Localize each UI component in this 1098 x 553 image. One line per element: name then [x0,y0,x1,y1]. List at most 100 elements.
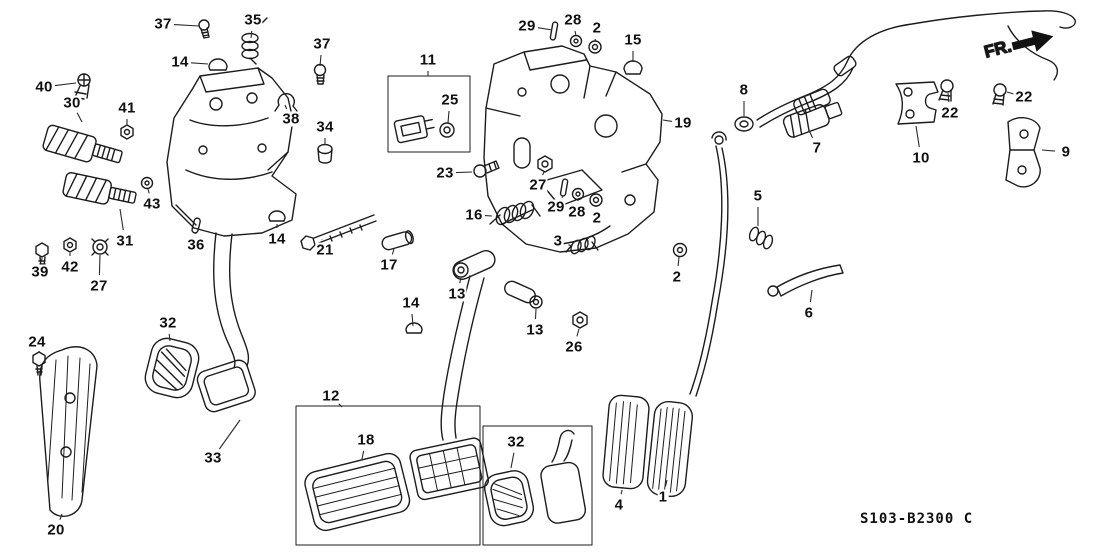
part-label-27: 27 [89,277,109,295]
part-label-24: 24 [27,333,47,351]
part-label-36: 36 [186,236,206,254]
part-label-27: 27 [528,176,548,194]
cap-14-b-icon [268,210,286,222]
leader-line-13 [534,308,537,320]
part-label-28: 28 [567,203,587,221]
pin-29-a-icon [549,21,559,41]
leader-line-7 [808,129,814,139]
part-label-16: 16 [464,206,484,224]
clevis-bolt-21-icon [300,214,377,251]
throttle-cable [756,10,1076,128]
washer-2-a-icon [588,40,602,54]
leader-line-3 [568,244,573,247]
part-label-2: 2 [591,209,603,227]
part-label-40: 40 [34,78,54,96]
part-label-29: 29 [517,17,537,35]
bolt-37-b-icon [313,63,327,85]
part-label-37: 37 [312,35,332,53]
bolt-23-icon [473,160,500,178]
washer-43-icon [140,176,154,190]
bushing-13-a-icon [453,262,469,278]
part-label-25: 25 [440,91,460,109]
part-label-33: 33 [203,449,223,467]
leader-line-31 [119,208,124,231]
leader-line-10 [915,125,920,148]
leader-line-33 [218,419,241,450]
rod-6-icon [767,264,844,297]
leader-line-29 [561,195,564,198]
leader-line-29 [537,27,553,31]
part-label-6: 6 [803,304,815,322]
part-label-13: 13 [447,285,467,303]
washer-28-b-icon [571,187,585,201]
nut-42-icon [63,237,77,253]
leader-line-38 [284,104,288,110]
part-label-38: 38 [281,110,301,128]
part-label-32: 32 [506,433,526,451]
clip-38-icon [274,92,298,112]
part-label-39: 39 [30,263,50,281]
pedal-blank-right [540,429,587,524]
part-label-10: 10 [911,149,931,167]
leader-line-40 [54,82,77,87]
leader-line-25 [447,110,450,124]
part-label-22: 22 [1014,88,1034,106]
bolt-37-a-icon [198,19,210,39]
nut-27-top-icon [537,155,553,173]
leader-line-35 [250,30,253,39]
cap-14-c-icon [405,322,423,334]
cable-switch-7 [782,101,843,138]
leader-line-18 [361,450,365,460]
fr-arrow-icon [1011,30,1054,52]
part-label-30: 30 [62,94,82,112]
part-label-22: 22 [940,104,960,122]
leader-line-23 [455,171,473,174]
part-label-32: 32 [158,314,178,332]
part-label-5: 5 [752,187,764,205]
pedal-pad-32-right [484,470,535,527]
leader-lines [38,24,1056,520]
bolt-24-icon [32,351,46,376]
part-label-28: 28 [563,11,583,29]
leader-line-13 [459,277,462,284]
clutch-pedal-bracket [166,67,297,237]
part-label-2: 2 [591,19,603,37]
part-label-43: 43 [142,195,162,213]
leader-line-28 [574,30,577,37]
part-label-15: 15 [623,31,643,49]
part-label-34: 34 [315,118,335,136]
leader-line-43 [147,188,150,194]
footrest-20 [39,346,98,518]
part-label-19: 19 [673,114,693,132]
washer-28-a-icon [569,34,583,48]
leader-line-17 [391,248,395,255]
leader-line-9 [1041,149,1056,152]
spring-5-icon [748,226,774,250]
bolt-40-icon [72,73,91,100]
part-label-20: 20 [46,521,66,539]
bolt-22-a-icon [938,79,954,102]
part-label-7: 7 [811,139,823,157]
part-label-18: 18 [356,431,376,449]
part-label-37: 37 [153,15,173,33]
leader-line-37 [173,24,200,27]
leader-line-37 [319,54,322,67]
washer-2-c-icon [672,242,688,258]
leader-line-4 [620,489,623,495]
box-12-outline [295,405,481,546]
part-label-17: 17 [379,256,399,274]
nut-27-left-icon [91,238,109,256]
leader-line-22 [1006,91,1014,95]
cap-14-a-icon [208,58,228,71]
part-label-14: 14 [170,53,190,71]
part-label-12: 12 [321,387,341,405]
clutch-switch-lower [62,172,137,205]
part-label-23: 23 [435,164,455,182]
accelerator-rod [689,131,729,397]
bolt-39-icon [35,242,49,268]
drawing-part-code: S103-B2300 C [860,511,974,527]
spacer-17-icon [381,230,414,251]
grommet-8-icon [734,116,754,132]
leader-line-19 [662,119,673,122]
